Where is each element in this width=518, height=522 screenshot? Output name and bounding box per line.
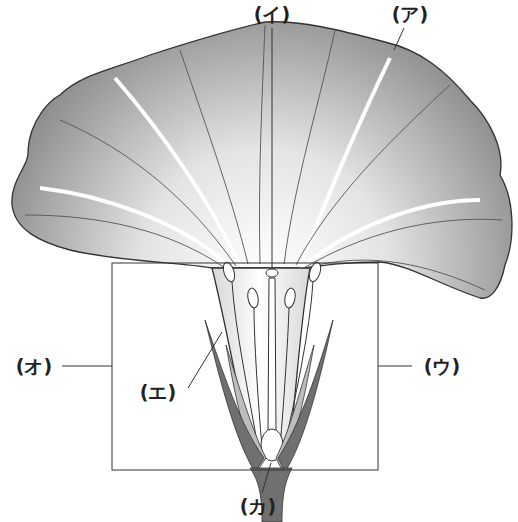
part-label: (ウ) [424, 357, 460, 376]
part-label: (イ) [254, 5, 290, 24]
pistil [261, 269, 283, 461]
petal-veins [25, 25, 502, 290]
corolla [12, 22, 512, 299]
sepals [205, 320, 333, 472]
leader-lines [62, 28, 412, 493]
part-label: (ア) [392, 5, 428, 24]
part-label: (エ) [140, 383, 176, 402]
part-label: (カ) [240, 497, 276, 516]
part-label: (オ) [16, 357, 52, 376]
